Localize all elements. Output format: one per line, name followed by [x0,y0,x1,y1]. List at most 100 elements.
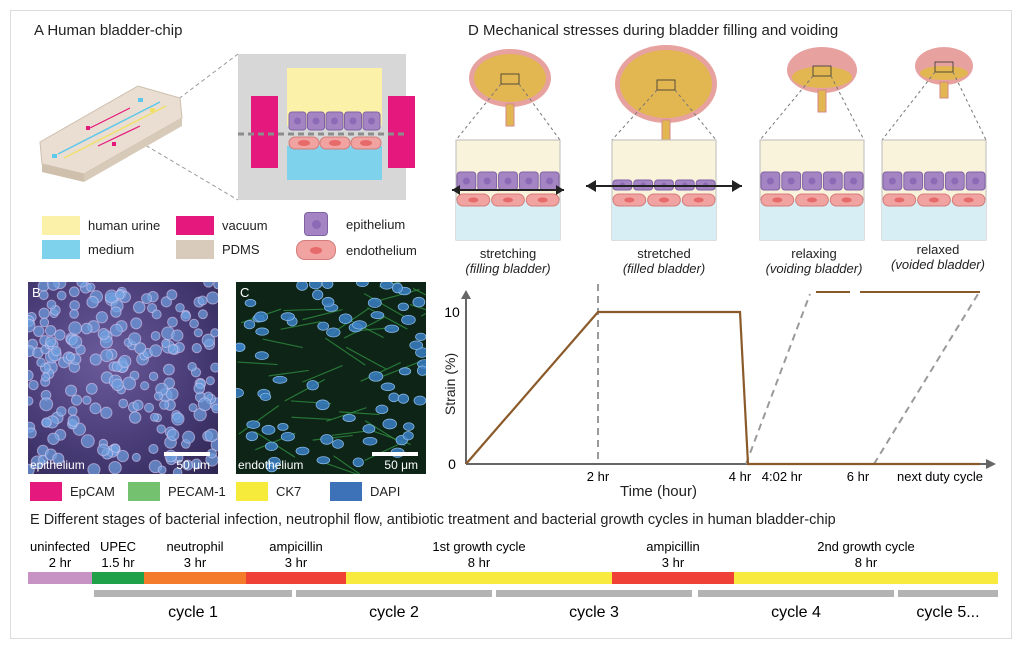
nucleus-dot [265,441,278,451]
nucleus-dot [415,332,426,341]
panel-a-title: A Human bladder-chip [34,22,183,39]
x-tick-label: 2 hr [587,469,610,484]
scale-bar [164,452,210,456]
panel-d-title: D Mechanical stresses during bladder fil… [468,22,839,39]
nucleus-dot [38,290,49,301]
nucleus-dot [382,418,397,430]
nucleus-dot [39,397,54,412]
nucleus-dot [100,406,113,419]
nucleus-dot [321,282,334,289]
nucleus-dot [76,282,88,288]
legend-label: endothelium [346,242,417,258]
nucleus-dot [131,452,141,462]
x-tick-label: next duty cycle [897,469,983,484]
swatch-pecam [128,482,160,501]
nucleus-dot [167,344,179,355]
nucleus-dot [161,338,171,349]
state-name: stretching [479,246,537,261]
nucleus-dot [36,357,46,368]
legend-label: EpCAM [70,484,115,499]
arrow-head [452,185,460,195]
zoom-box [500,73,520,85]
nucleus-dot [367,297,382,308]
nucleus-dot [65,352,75,362]
nucleus-dot [182,430,196,444]
nucleus-dot [204,428,218,443]
nucleus-dot [255,327,269,336]
legend-label: CK7 [276,484,302,499]
nucleus-dot [375,404,389,415]
nucleus-dot [41,372,51,382]
cell-nucleus [368,117,375,125]
legend-label: medium [88,242,135,257]
endothelium-cell-icon [296,240,336,260]
nucleus-dot [280,312,295,321]
swatch-vacuum [176,216,214,235]
nucleus-dot [56,290,67,301]
nucleus-dot [68,321,82,336]
zoom-line [881,71,936,141]
nucleus-dot [416,365,426,376]
cell-nucleus [624,197,635,203]
nucleus-dot [409,340,423,351]
nucleus-dot [68,335,83,349]
nucleus-dot [28,463,35,474]
state-sub: (voiding bladder) [765,261,863,276]
nucleus-dot [82,395,92,405]
cell-nucleus [504,177,512,185]
nucleus-dot [211,403,218,414]
fiber [262,338,303,349]
cell-nucleus [772,197,783,203]
nucleus-dot [118,354,132,368]
swatch-dapi [330,482,362,501]
nucleus-dot [110,306,122,318]
panel-e-title: E Different stages of bacterial infectio… [30,512,836,528]
nucleus-dot [203,282,214,288]
nucleus-dot [54,329,66,341]
nucleus-dot [362,436,378,446]
medium-region [882,200,986,240]
stage-duration: 3 hr [662,555,685,570]
nucleus-dot [401,314,416,325]
swatch-medium [42,240,80,259]
cycle-label: cycle 5... [916,604,979,621]
cycle-bar [496,590,692,597]
fiber [325,462,359,474]
urethra [505,103,515,127]
nucleus-dot [28,379,39,391]
legend-label: DAPI [370,484,401,499]
fiber [379,288,420,301]
nucleus-dot [254,351,269,360]
nucleus-dot [69,300,80,311]
state-name: relaxing [791,246,837,261]
state-sub: (filling bladder) [465,261,551,276]
nucleus-dot [172,467,183,474]
micrograph-label: epithelium [30,458,85,472]
state-name: relaxed [916,242,960,257]
stage-name: uninfected [30,539,90,554]
nucleus-dot [134,342,147,355]
nucleus-dot [151,309,162,320]
nucleus-dot [157,465,167,474]
nucleus-dot [197,309,208,320]
stage-duration: 8 hr [468,555,491,570]
nucleus-dot [166,289,178,301]
nucleus-dot [89,402,102,415]
stage-name: neutrophil [166,539,223,554]
zoom-line [611,89,658,141]
nucleus-dot [206,291,218,305]
y-axis-arrow [461,290,471,299]
guide-line [873,293,979,465]
nucleus-dot [201,333,216,347]
nucleus-dot [56,406,67,417]
x-axis-arrow [986,459,996,469]
cycle-label: cycle 3 [569,604,619,621]
scale-label: 50 μm [384,458,418,472]
nucleus-dot [148,443,159,455]
cell-nucleus [930,177,938,185]
nucleus-dot [397,302,409,312]
nucleus-dot [144,402,155,413]
state-sub: (filled bladder) [622,261,706,276]
cell-nucleus [503,197,513,203]
cell-nucleus [546,177,554,185]
